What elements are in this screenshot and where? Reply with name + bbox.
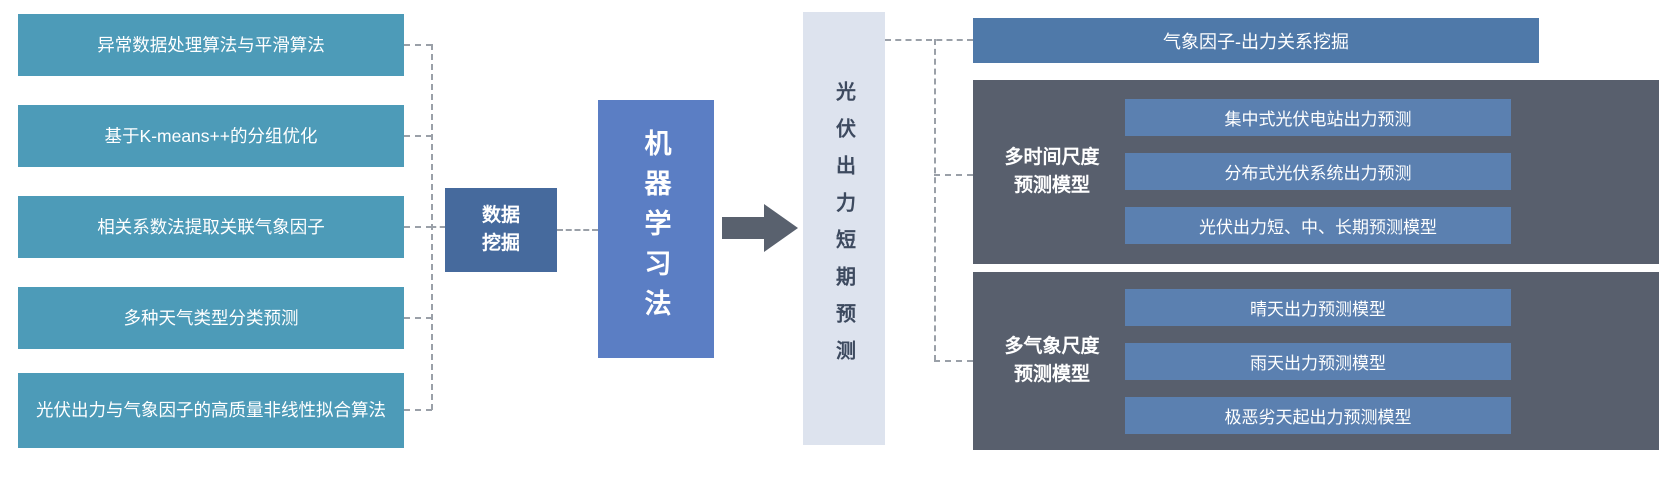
left-item-2: 基于K-means++的分组优化 bbox=[18, 105, 404, 167]
time-scale-item-3: 光伏出力短、中、长期预测模型 bbox=[1125, 207, 1511, 244]
weather-scale-item-1: 晴天出力预测模型 bbox=[1125, 289, 1511, 326]
connector-line bbox=[431, 226, 445, 228]
connector-line bbox=[404, 44, 432, 46]
relation-mining-box: 气象因子-出力关系挖掘 bbox=[973, 18, 1539, 63]
time-scale-item-1: 集中式光伏电站出力预测 bbox=[1125, 99, 1511, 136]
weather-scale-item-2: 雨天出力预测模型 bbox=[1125, 343, 1511, 380]
weather-scale-group: 多气象尺度 预测模型 晴天出力预测模型 雨天出力预测模型 极恶劣天起出力预测模型 bbox=[973, 272, 1659, 450]
prediction-bar-label: 光伏出力短期预测 bbox=[832, 80, 855, 377]
connector-line bbox=[934, 360, 973, 362]
left-item-3: 相关系数法提取关联气象因子 bbox=[18, 196, 404, 258]
weather-scale-item-3: 极恶劣天起出力预测模型 bbox=[1125, 397, 1511, 434]
connector-line bbox=[934, 174, 973, 176]
connector-line bbox=[404, 226, 432, 228]
connector-line bbox=[404, 135, 432, 137]
flow-arrow-icon bbox=[722, 204, 798, 252]
connector-line bbox=[557, 229, 598, 231]
connector-line bbox=[885, 39, 973, 41]
weather-scale-group-label: 多气象尺度 预测模型 bbox=[1004, 335, 1100, 386]
connector-line bbox=[404, 409, 432, 411]
time-scale-group-label: 多时间尺度 预测模型 bbox=[1004, 146, 1100, 197]
connector-line bbox=[404, 317, 432, 319]
left-item-1: 异常数据处理算法与平滑算法 bbox=[18, 14, 404, 76]
ml-method-box: 机器学习法 bbox=[598, 100, 714, 358]
left-item-4: 多种天气类型分类预测 bbox=[18, 287, 404, 349]
time-scale-item-2: 分布式光伏系统出力预测 bbox=[1125, 153, 1511, 190]
connector-line bbox=[934, 39, 936, 361]
left-item-5: 光伏出力与气象因子的高质量非线性拟合算法 bbox=[18, 373, 404, 448]
ml-method-label: 机器学习法 bbox=[640, 129, 671, 329]
time-scale-group: 多时间尺度 预测模型 集中式光伏电站出力预测 分布式光伏系统出力预测 光伏出力短… bbox=[973, 80, 1659, 264]
data-mining-box: 数据 挖掘 bbox=[445, 188, 557, 272]
prediction-bar: 光伏出力短期预测 bbox=[803, 12, 885, 445]
